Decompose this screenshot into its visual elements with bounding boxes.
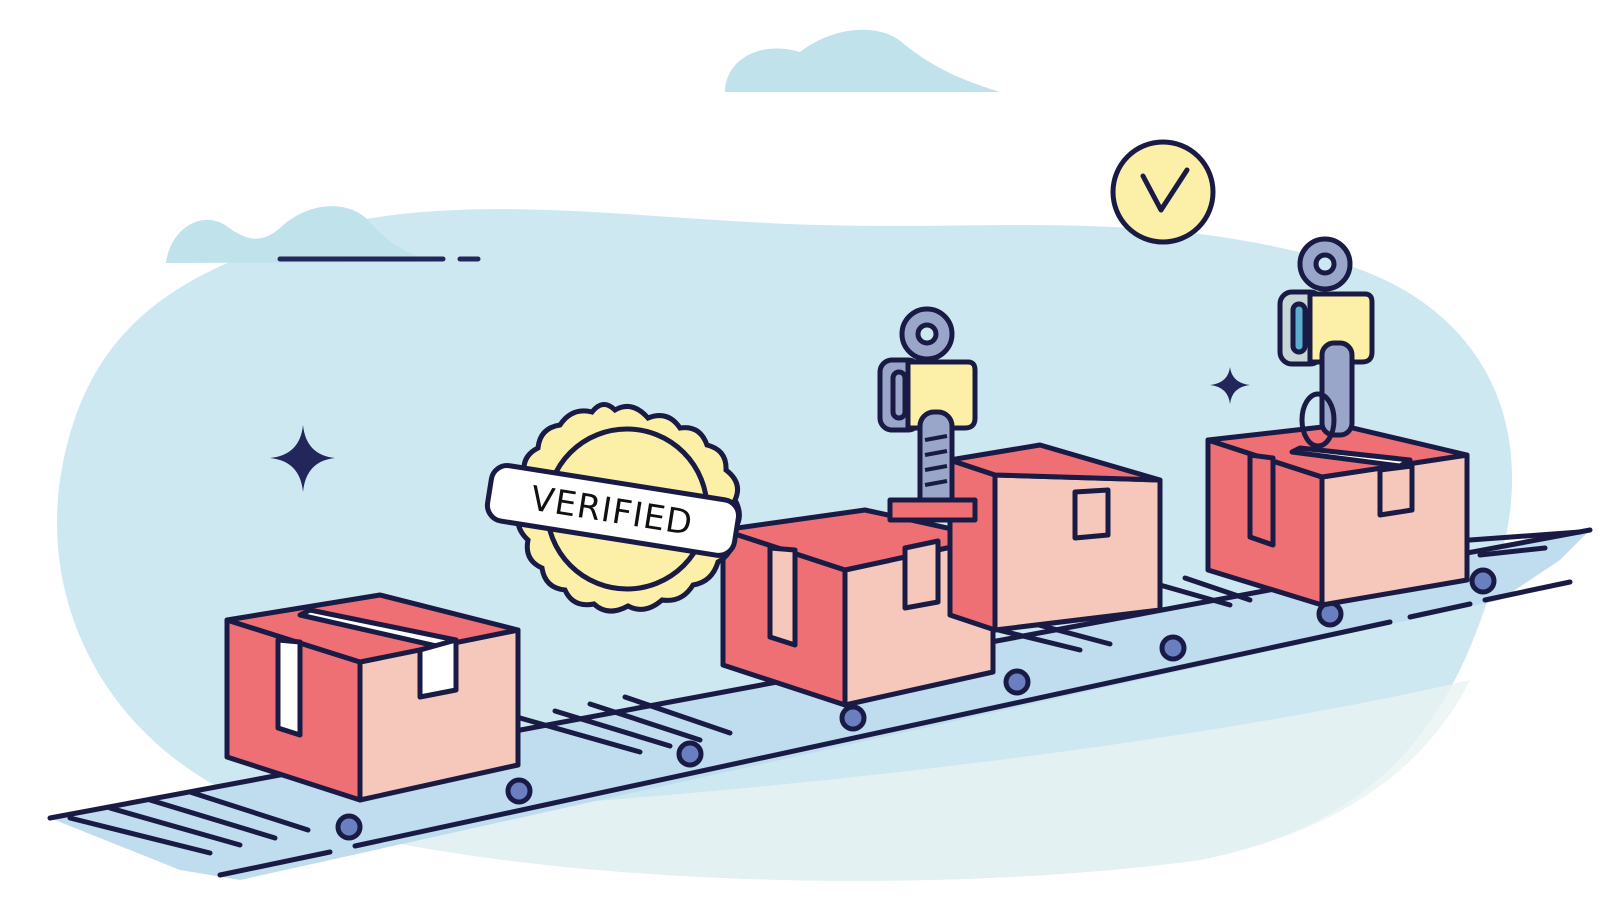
box-4 xyxy=(1205,422,1470,608)
box-3 xyxy=(947,442,1163,633)
cloud-left xyxy=(166,206,430,263)
box-1 xyxy=(224,592,521,803)
cloud-top xyxy=(725,29,1000,93)
verified-badge: VERIFIED xyxy=(484,402,742,614)
check-badge xyxy=(1110,139,1216,245)
box-2 xyxy=(720,507,996,708)
scanner-2 xyxy=(1277,236,1375,449)
sparkle-icon xyxy=(1210,367,1250,404)
background-blob-tint xyxy=(300,680,1470,881)
sparkle-icon xyxy=(270,425,335,492)
checkmark-icon xyxy=(1140,167,1190,213)
scanner-1 xyxy=(877,306,978,523)
